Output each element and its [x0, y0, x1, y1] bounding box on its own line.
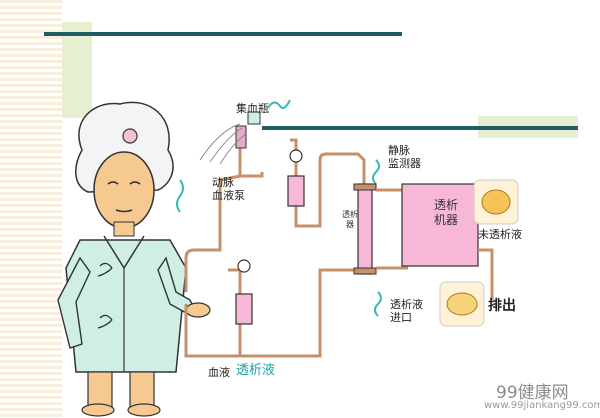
machine-label: 透析 机器 [433, 198, 458, 227]
blood-flow-label: 血液 [208, 366, 230, 379]
right-divider-line [262, 126, 578, 130]
collection-label: 集血瓶 [236, 102, 269, 115]
waste-label: 排出 [488, 298, 516, 314]
top-divider-line [44, 32, 402, 36]
watermark-logo: 99健康网 [496, 383, 569, 403]
patient-figure [57, 101, 211, 417]
collection-bottle [199, 111, 261, 165]
arterial-pump [287, 149, 305, 207]
teal-accents [176, 99, 382, 317]
watermark-url: www.99jiankang99.com [484, 400, 600, 411]
fresh-dialysate-label: 未透析液 [478, 228, 522, 241]
dialysate-flow-label: 透析液 [236, 363, 276, 378]
dialyzer-filter [353, 183, 408, 275]
striped-background [0, 0, 62, 418]
venous-monitor-label: 静脉 监测器 [388, 144, 421, 170]
arterial-pump-label: 动脉 血液泵 [212, 176, 245, 202]
blood-tubing [184, 134, 366, 358]
filter-label: 透析器 [342, 210, 358, 229]
dialysate-inlet-label: 透析液 进口 [390, 298, 423, 324]
decorative-block [62, 22, 92, 118]
fluid-bowls [439, 179, 519, 327]
venous-pump [235, 259, 253, 325]
